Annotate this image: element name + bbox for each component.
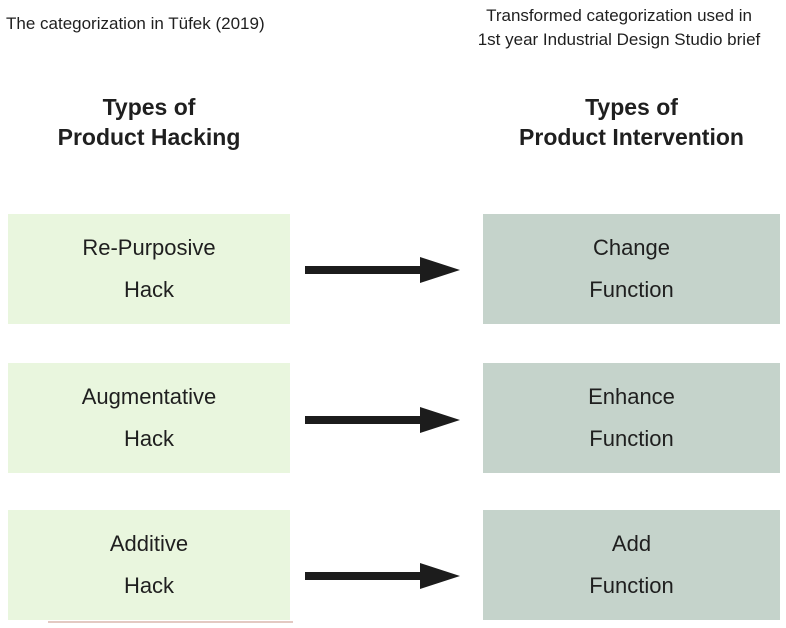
left-source-caption: The categorization in Tüfek (2019) (6, 14, 265, 33)
arrow-head (420, 407, 460, 433)
intervention-box-label-line1: Change (592, 235, 671, 261)
hack-box-label-line1: Augmentative (81, 384, 217, 410)
hack-box-label-line2: Hack (123, 573, 175, 598)
hack-box-label-line2: Hack (123, 277, 175, 302)
column-heading-left-line1: Types of (102, 94, 196, 120)
arrow-head (420, 257, 460, 283)
column-heading-right-line1: Types of (585, 94, 678, 120)
intervention-box-label-line1: Add (611, 531, 652, 557)
column-heading-product-hacking: Types of Product Hacking (8, 92, 290, 153)
right-source-caption-line2: 1st year Industrial Design Studio brief (477, 30, 761, 50)
intervention-box-label-line2: Function (589, 277, 674, 302)
hack-box-label-line1: Re-Purposive (82, 235, 216, 261)
intervention-type-box-change-function: Change Function (483, 214, 780, 324)
hack-box-label-line1: Additive (109, 531, 189, 557)
right-source-caption: Transformed categorization used in 1st y… (452, 4, 786, 52)
hack-box-label-line2: Hack (123, 426, 175, 451)
arrow-right-icon (305, 257, 460, 283)
arrow-shaft (305, 572, 423, 580)
column-heading-right-line2: Product Intervention (519, 124, 744, 151)
intervention-type-box-add-function: Add Function (483, 510, 780, 620)
arrow-head (420, 563, 460, 589)
intervention-type-box-enhance-function: Enhance Function (483, 363, 780, 473)
intervention-box-label-line2: Function (589, 426, 674, 451)
right-source-caption-line1: Transformed categorization used in (486, 6, 752, 25)
intervention-box-label-line2: Function (589, 573, 674, 598)
cropped-red-line-artifact (48, 621, 293, 623)
hack-type-box-repurposive: Re-Purposive Hack (8, 214, 290, 324)
column-heading-left-line2: Product Hacking (57, 124, 241, 151)
hack-type-box-augmentative: Augmentative Hack (8, 363, 290, 473)
intervention-box-label-line1: Enhance (588, 384, 675, 410)
arrow-right-icon (305, 563, 460, 589)
arrow-right-icon (305, 407, 460, 433)
column-heading-product-intervention: Types of Product Intervention (483, 92, 780, 153)
arrow-shaft (305, 416, 423, 424)
arrow-shaft (305, 266, 423, 274)
hack-type-box-additive: Additive Hack (8, 510, 290, 620)
